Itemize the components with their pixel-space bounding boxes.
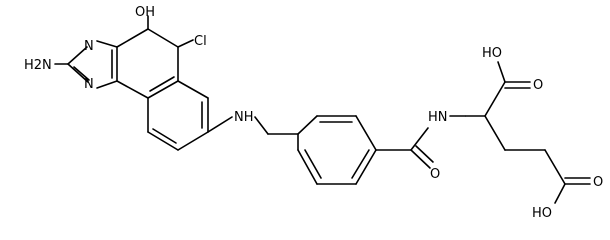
atom-labels: OH N N H2N Cl NH HN O HO O HO O (24, 5, 603, 221)
bond (554, 183, 566, 204)
bond (355, 115, 377, 151)
bond-inner (351, 149, 370, 179)
atom-label-oh: OH (135, 5, 155, 20)
bond (96, 40, 118, 48)
bond-inner (152, 128, 177, 144)
bond (177, 39, 194, 48)
bond (147, 131, 179, 151)
bond (177, 131, 209, 151)
bond (147, 80, 179, 99)
linker-bonds (254, 116, 299, 135)
amide-bonds (375, 127, 434, 169)
bond-inner (149, 76, 175, 92)
bond-inner (415, 145, 434, 163)
bond (410, 127, 429, 151)
atom-label-nh: NH (234, 110, 254, 125)
glutamate-bonds (449, 61, 591, 204)
bond (497, 61, 506, 83)
bond (355, 149, 377, 185)
molecule-structure: OH N N H2N Cl NH HN O HO O HO O (24, 5, 603, 221)
atom-label-o-top: O (533, 78, 543, 93)
atom-label-cl: Cl (194, 34, 207, 49)
quinazoline-bonds (54, 15, 233, 151)
bond (297, 149, 318, 185)
atom-label-ho-top: HO (482, 46, 502, 61)
bond (254, 116, 269, 135)
atom-label-n-bottom: N (84, 77, 94, 92)
bond-inner (73, 66, 90, 81)
bond (116, 80, 149, 99)
bond (484, 81, 506, 117)
bond (67, 46, 88, 65)
bond (96, 80, 118, 89)
bond (544, 149, 566, 185)
atom-label-h2n: H2N (24, 58, 52, 73)
structure-canvas: OH N N H2N Cl NH HN O HO O HO O (24, 5, 603, 221)
bond (147, 28, 179, 48)
bond (484, 115, 506, 151)
bond (207, 116, 233, 133)
bond-inner (304, 149, 322, 179)
benzene-bonds (297, 115, 377, 185)
bond (297, 115, 318, 135)
bond (116, 28, 149, 48)
bond (67, 63, 89, 83)
atom-label-n-top: N (84, 39, 94, 54)
atom-label-o-amide: O (430, 167, 440, 182)
atom-label-ho-bottom: HO (532, 206, 552, 221)
atom-label-o-bottom: O (593, 175, 603, 190)
bond (410, 149, 431, 169)
atom-label-hn: HN (428, 110, 448, 125)
bond (177, 80, 209, 99)
